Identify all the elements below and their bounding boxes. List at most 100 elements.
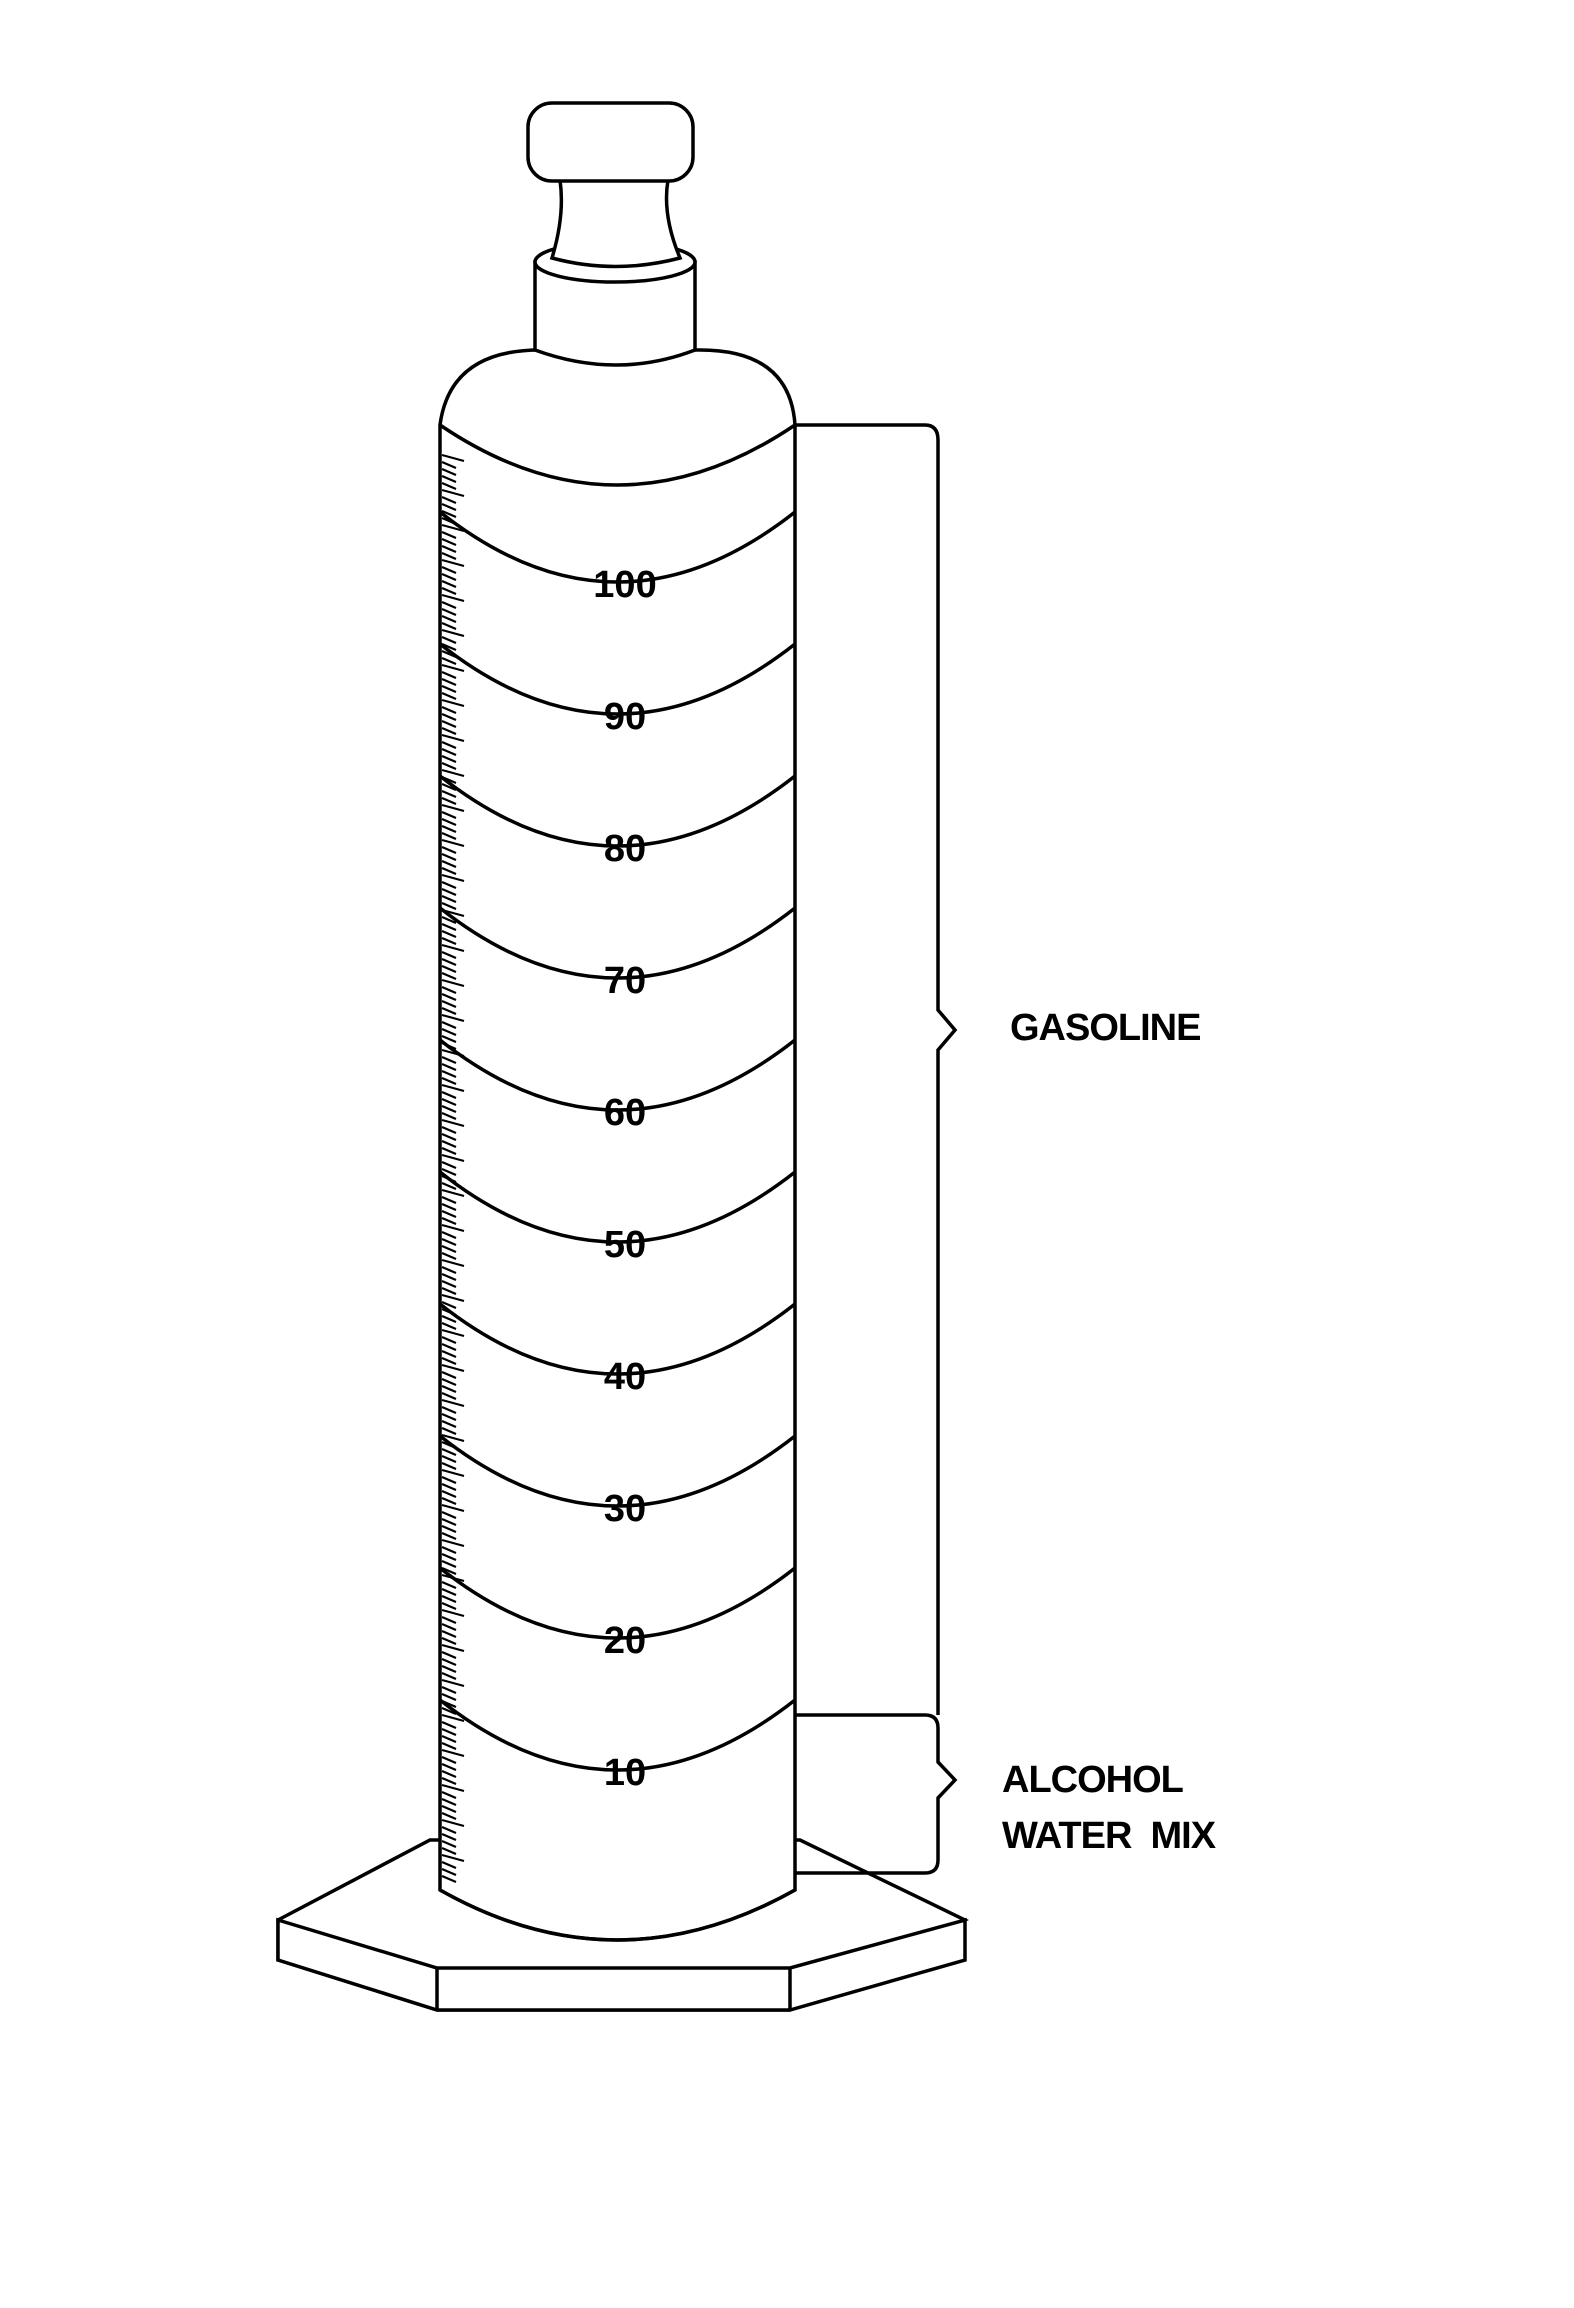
hatch-tick	[441, 1832, 457, 1842]
hatch-tick	[441, 761, 457, 771]
hatch-tick	[441, 509, 457, 519]
hatch-tick	[441, 1202, 457, 1212]
hatch-tick	[441, 1412, 457, 1422]
hatch-tick	[441, 796, 457, 806]
hatch-tick	[441, 1685, 457, 1695]
hatch-tick	[441, 1762, 457, 1772]
hatch-tick	[441, 1622, 457, 1632]
hatch-tick	[441, 1769, 457, 1779]
hatch-tick	[441, 698, 465, 708]
hatch-tick	[441, 936, 457, 946]
hatch-tick	[441, 1566, 457, 1576]
hatch-tick	[441, 1846, 457, 1856]
hatch-tick	[441, 1853, 465, 1863]
hatch-tick	[441, 824, 457, 834]
hatch-tick	[441, 705, 457, 715]
hatch-tick	[441, 670, 457, 680]
hatch-tick	[441, 565, 457, 575]
hatch-tick	[441, 1608, 465, 1618]
hatch-tick	[441, 803, 465, 813]
hatch-tick	[441, 1594, 457, 1604]
hatch-tick	[441, 1664, 457, 1674]
hatch-tick	[441, 1818, 465, 1828]
hatch-tick	[441, 1321, 457, 1331]
hatch-tick	[441, 1468, 465, 1478]
hatch-tick	[441, 1272, 457, 1282]
hatch-tick	[441, 880, 457, 890]
hatch-tick	[441, 1727, 457, 1737]
hatch-tick	[441, 1629, 457, 1639]
hatch-tick	[441, 558, 465, 568]
hatch-tick	[441, 992, 457, 1002]
hatch-tick	[441, 852, 457, 862]
hatch-tick	[441, 1811, 457, 1821]
hatch-tick	[441, 845, 457, 855]
hatch-tick	[441, 1293, 465, 1303]
hatch-tick	[441, 1349, 457, 1359]
hatch-tick	[441, 1643, 465, 1653]
hatch-tick	[441, 1398, 465, 1408]
hatch-tick	[441, 943, 465, 953]
hatch-tick	[441, 1405, 457, 1415]
hatch-tick	[441, 1139, 457, 1149]
hatch-tick	[441, 719, 457, 729]
hatch-tick	[441, 733, 465, 743]
hatch-tick	[441, 1286, 457, 1296]
hatch-tick	[441, 607, 457, 617]
hatch-tick	[441, 1867, 457, 1877]
hatch-tick	[441, 1160, 457, 1170]
hatch-tick	[441, 915, 457, 925]
hatch-tick	[441, 712, 457, 722]
hatch-tick	[441, 1062, 457, 1072]
graduation-label: 90	[604, 696, 646, 738]
hatch-tick	[441, 460, 457, 470]
graduation-label: 80	[604, 828, 646, 870]
hatch-tick	[441, 1013, 465, 1023]
hatch-tick	[441, 1454, 457, 1464]
hatch-tick	[441, 1090, 457, 1100]
hatch-tick	[441, 1356, 457, 1366]
hatch-tick	[441, 978, 465, 988]
cylinder-hatching	[441, 453, 465, 1884]
hatch-tick	[441, 1601, 457, 1611]
hatch-tick	[441, 1538, 465, 1548]
hatch-tick	[441, 1034, 457, 1044]
hatch-tick	[441, 1328, 465, 1338]
graduation-arc	[438, 1566, 797, 1640]
hatch-tick	[441, 495, 457, 505]
hatch-tick	[441, 1027, 457, 1037]
hatch-tick	[441, 1615, 457, 1625]
hatch-tick	[441, 1377, 457, 1387]
graduation-arc	[438, 1302, 797, 1376]
hatch-tick	[441, 1055, 457, 1065]
hatch-tick	[441, 1167, 457, 1177]
hatch-tick	[441, 586, 457, 596]
graduation-label: 60	[604, 1092, 646, 1134]
hatch-tick	[441, 663, 465, 673]
hatch-tick	[441, 1111, 457, 1121]
hatch-tick	[441, 1230, 457, 1240]
hatch-tick	[441, 1496, 457, 1506]
hatch-tick	[441, 1734, 457, 1744]
hatch-tick	[441, 621, 457, 631]
hatch-tick	[441, 1755, 457, 1765]
graduation-label: 50	[604, 1224, 646, 1266]
hatch-tick	[441, 1216, 457, 1226]
hatch-tick	[441, 1342, 457, 1352]
hatch-tick	[441, 1580, 457, 1590]
hatch-tick	[441, 1209, 457, 1219]
hatch-tick	[441, 1314, 457, 1324]
graduation-label: 70	[604, 960, 646, 1002]
hatch-tick	[441, 1153, 465, 1163]
hatch-tick	[441, 1384, 457, 1394]
hatch-tick	[441, 523, 465, 533]
graduation-label: 30	[604, 1488, 646, 1530]
hatch-tick	[441, 1188, 465, 1198]
hatch-tick	[441, 481, 457, 491]
hatch-tick	[441, 488, 465, 498]
hatch-tick	[441, 894, 457, 904]
hatch-tick	[441, 1125, 457, 1135]
hatch-tick	[441, 530, 457, 540]
hatch-tick	[441, 859, 457, 869]
